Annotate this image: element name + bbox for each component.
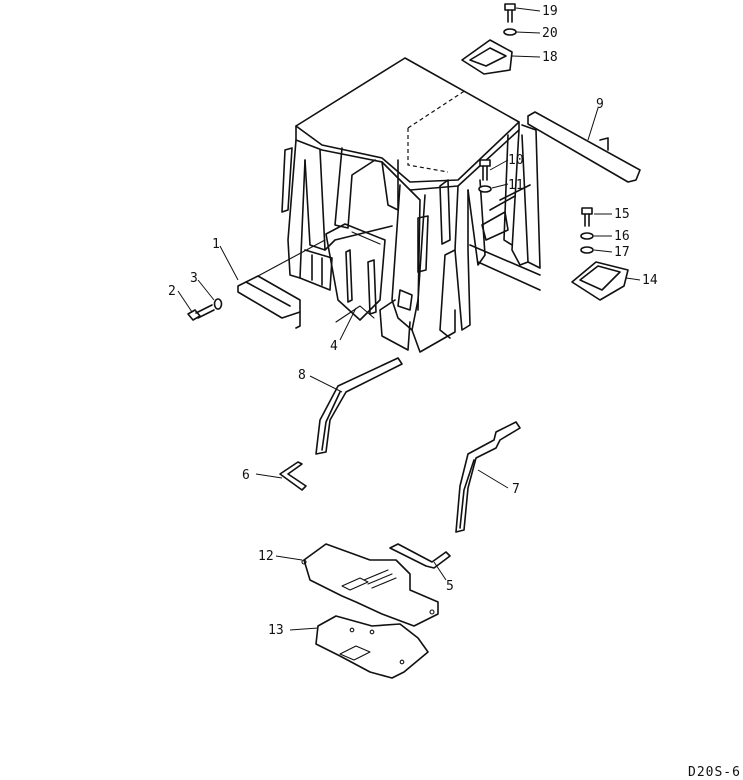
part-11-washer <box>478 185 492 193</box>
callout-4: 4 <box>330 339 338 354</box>
part-9-rail <box>527 111 641 183</box>
callout-2: 2 <box>168 284 176 299</box>
part-20-washer <box>503 28 517 36</box>
part-8-bent-bar <box>315 357 403 455</box>
part-12-floor-plate <box>301 543 439 627</box>
callout-3: 3 <box>190 271 198 286</box>
callout-10: 10 <box>508 153 524 168</box>
part-3-washer <box>213 298 223 310</box>
part-13-floor-mat <box>315 615 429 679</box>
callout-5: 5 <box>446 579 454 594</box>
callout-18: 18 <box>542 50 558 65</box>
callout-7: 7 <box>512 482 520 497</box>
part-2-bolt <box>187 304 215 321</box>
part-7-bent-bar <box>455 421 521 533</box>
callout-17: 17 <box>614 245 630 260</box>
callout-15: 15 <box>614 207 630 222</box>
part-5-rod <box>389 543 451 569</box>
part-18-cover <box>461 39 513 75</box>
part-16-washer <box>580 232 594 240</box>
callout-11: 11 <box>508 178 524 193</box>
callouts: 1 2 3 4 5 6 7 8 9 10 11 12 13 14 15 16 1… <box>168 4 658 638</box>
callout-16: 16 <box>614 229 630 244</box>
callout-9: 9 <box>596 97 604 112</box>
part-10-bolt <box>479 159 491 181</box>
callout-8: 8 <box>298 368 306 383</box>
part-6-rod <box>279 461 307 491</box>
callout-12: 12 <box>258 549 274 564</box>
part-17-washer <box>580 246 594 254</box>
callout-6: 6 <box>242 468 250 483</box>
callout-19: 19 <box>542 4 558 19</box>
part-19-bolt <box>504 3 516 23</box>
leader-lines <box>177 7 641 631</box>
callout-1: 1 <box>212 237 220 252</box>
part-1-bracket <box>237 239 326 329</box>
callout-14: 14 <box>642 273 658 288</box>
part-14-cover <box>571 261 629 301</box>
callout-13: 13 <box>268 623 284 638</box>
drawing-code: D20S-6 <box>688 765 741 780</box>
callout-20: 20 <box>542 26 558 41</box>
canopy-frame <box>281 57 541 353</box>
part-15-bolt <box>581 207 593 227</box>
part-4-plate <box>335 305 375 323</box>
